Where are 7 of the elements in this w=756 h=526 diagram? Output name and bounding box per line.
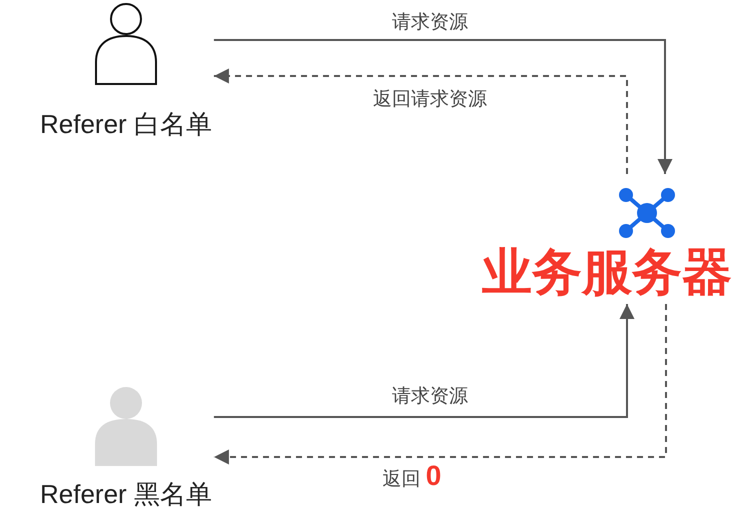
dashed-arrow [214, 304, 667, 464]
node-label: 业务服务器 [482, 242, 732, 302]
arrow [214, 39, 672, 174]
arrow [214, 304, 634, 418]
dashed-arrow [214, 68, 628, 174]
node-label: Referer 黑名单 [40, 478, 212, 510]
node-label: Referer 白名单 [40, 108, 212, 140]
